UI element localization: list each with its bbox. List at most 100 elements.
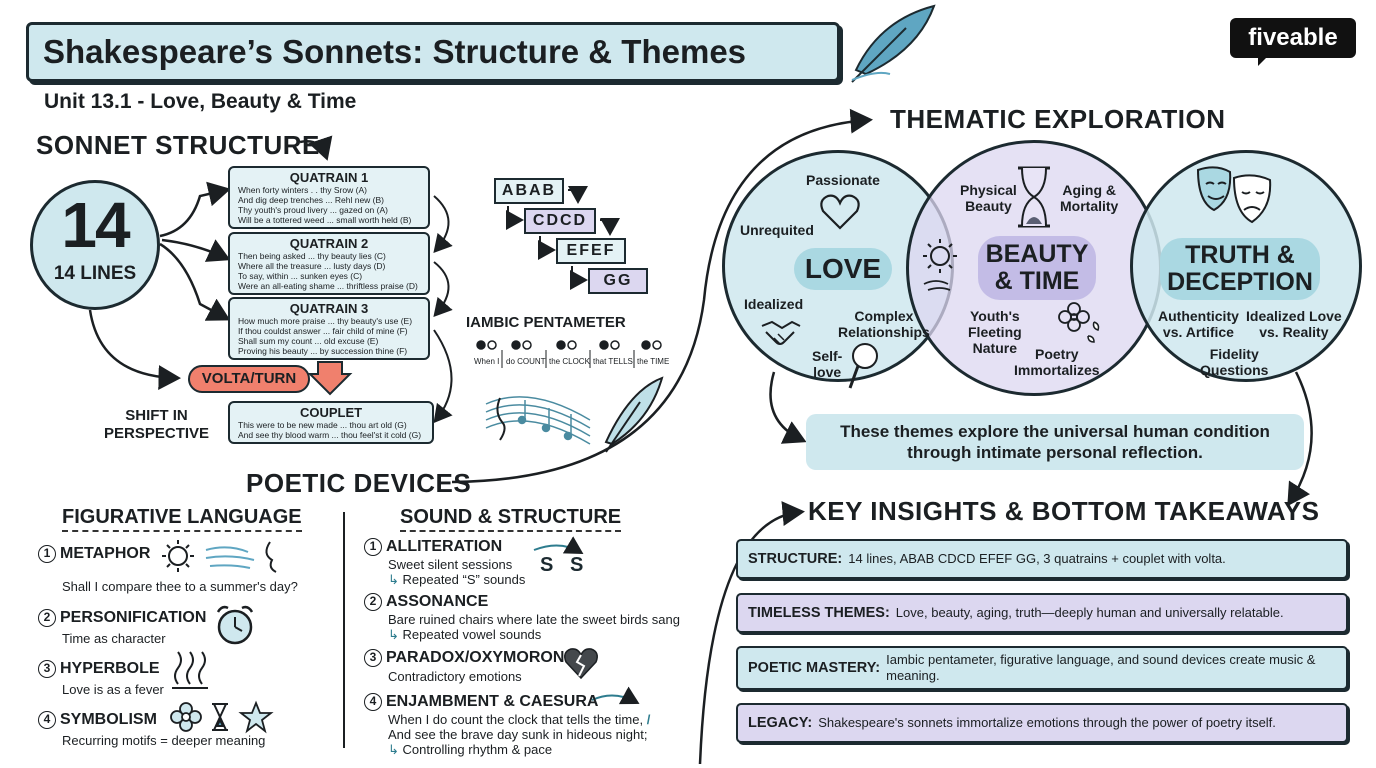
beauty-poetry: Poetry Immortalizes: [1014, 346, 1100, 378]
takeaway-mastery: POETIC MASTERY: Iambic pentameter, figur…: [736, 646, 1348, 690]
device-desc: Love is as a fever: [62, 682, 164, 697]
quatrain-2-box: QUATRAIN 2 Then being asked ... thy beau…: [228, 232, 430, 295]
s-letter: S: [570, 554, 584, 576]
lines-label: 14 LINES: [53, 263, 137, 284]
hand-mirror-icon: [848, 343, 878, 389]
shift-in-perspective-label: SHIFT IN PERSPECTIVE: [104, 407, 210, 442]
rhyme-cdcd: CDCD: [524, 208, 596, 234]
quatrain-line: Proving his beauty ... by succession thi…: [238, 346, 408, 356]
device-note: ↳ Controlling rhythm & pace: [388, 742, 553, 757]
device-number: 4: [38, 711, 56, 729]
iambic-dots: [476, 340, 662, 350]
iambic-foot: that TELLS: [593, 357, 633, 366]
heart-icon: [820, 194, 860, 230]
device-note: ↳ Repeated vowel sounds: [388, 627, 542, 642]
device-desc: When I do count the clock that tells the…: [388, 712, 651, 727]
fiveable-logo[interactable]: fiveable: [1230, 18, 1356, 58]
device-name: ASSONANCE: [386, 593, 489, 610]
quatrain-title: QUATRAIN 2: [289, 236, 369, 251]
quatrain-line: And dig deep trenches ... Rehl new (B): [238, 195, 384, 205]
flower-icon: [170, 702, 202, 732]
device-number: 3: [364, 649, 382, 667]
takeaway-body: 14 lines, ABAB CDCD EFEF GG, 3 quatrains…: [848, 551, 1226, 566]
iambic-foot: When I: [474, 357, 500, 366]
rhyme-gg: GG: [588, 268, 648, 294]
fourteen-lines-badge: 14 14 LINES: [30, 180, 160, 310]
takeaway-body: Shakespeare's sonnets immortalize emotio…: [818, 715, 1276, 730]
alarm-clock-icon: [216, 605, 254, 645]
quatrain-1-box: QUATRAIN 1 When forty winters . . thy Sr…: [228, 166, 430, 229]
device-number: 4: [364, 693, 382, 711]
beauty-youth: Youth's Fleeting Nature: [968, 308, 1022, 356]
quatrain-title: QUATRAIN 1: [289, 170, 369, 185]
broken-heart-icon: [564, 648, 598, 680]
love-passionate: Passionate: [806, 172, 880, 188]
beauty-physical: Physical Beauty: [960, 182, 1017, 214]
couplet-line: And see thy blood warm ... thou feel'st …: [238, 430, 422, 440]
love-unrequited: Unrequited: [740, 222, 814, 238]
symbol-icons: [170, 700, 274, 734]
s-letter: S: [540, 554, 554, 576]
takeaways-heading: KEY INSIGHTS & BOTTOM TAKEAWAYS: [808, 496, 1320, 526]
device-name: SYMBOLISM: [60, 711, 157, 728]
quatrain-line: How much more praise ... thy beauty's us…: [238, 316, 413, 326]
star-icon: [238, 700, 274, 734]
device-desc: Time as character: [62, 631, 166, 646]
truth-idealized: Idealized Love vs. Reality: [1246, 308, 1342, 340]
unit-subtitle: Unit 13.1 - Love, Beauty & Time: [44, 90, 357, 113]
takeaway-structure: STRUCTURE: 14 lines, ABAB CDCD EFEF GG, …: [736, 539, 1348, 579]
beauty-pill: BEAUTY & TIME: [978, 236, 1096, 300]
logo-tail: [1258, 56, 1278, 66]
heat-waves-icon: [172, 651, 208, 689]
iambic-pentameter-title: IAMBIC PENTAMETER: [466, 314, 626, 331]
takeaway-head: POETIC MASTERY:: [748, 660, 881, 676]
themes-summary: These themes explore the universal human…: [806, 414, 1304, 470]
figurative-language-heading: FIGURATIVE LANGUAGE: [62, 506, 302, 532]
couplet-line: This were to be new made ... thou art ol…: [238, 420, 407, 430]
device-note: ↳ Repeated “S” sounds: [388, 572, 526, 587]
theater-masks-icon: [1196, 166, 1272, 224]
truth-authenticity: Authenticity vs. Artifice: [1158, 308, 1239, 340]
quatrain-line: If thou couldst answer ... fair child of…: [238, 326, 408, 336]
takeaway-themes: TIMELESS THEMES: Love, beauty, aging, tr…: [736, 593, 1348, 633]
truth-fidelity: Fidelity Questions: [1200, 346, 1269, 378]
love-idealized: Idealized: [744, 296, 804, 312]
sun-wind-icon: [162, 540, 277, 573]
iambic-foot: do COUNT: [506, 357, 546, 366]
quill-small-icon: [604, 376, 664, 453]
device-desc: Recurring motifs = deeper meaning: [62, 733, 266, 748]
hourglass-large-icon: [1018, 166, 1050, 228]
poetic-devices-heading: POETIC DEVICES: [246, 468, 472, 498]
music-notes-icon: [485, 396, 591, 445]
iambic-foot: the TIME: [637, 357, 670, 366]
takeaway-head: TIMELESS THEMES:: [748, 605, 890, 621]
takeaway-body: Love, beauty, aging, truth—deeply human …: [895, 605, 1284, 620]
device-name: HYPERBOLE: [60, 660, 160, 677]
takeaway-head: LEGACY:: [748, 715, 813, 731]
quatrain-line: Then being asked ... thy beauty lies (C): [238, 251, 386, 261]
takeaway-legacy: LEGACY: Shakespeare's sonnets immortaliz…: [736, 703, 1348, 743]
sun-wind-small-icon: [923, 239, 957, 291]
device-name: METAPHOR: [60, 545, 151, 562]
quatrain-line: Were an all-eating shame ... thriftless …: [238, 281, 418, 291]
title-banner: Shakespeare’s Sonnets: Structure & Theme…: [26, 22, 840, 82]
page-title: Shakespeare’s Sonnets: Structure & Theme…: [43, 33, 747, 70]
handshake-icon: [761, 320, 801, 345]
rhyme-abab: ABAB: [494, 178, 564, 204]
rhyme-efef: EFEF: [556, 238, 626, 264]
couplet-box: COUPLET This were to be new made ... tho…: [228, 401, 434, 444]
sonnet-structure-heading: SONNET STRUCTURE: [36, 130, 320, 160]
device-name: PARADOX/OXYMORON: [386, 649, 565, 666]
device-number: 2: [38, 609, 56, 627]
love-complex: Complex Relationships: [838, 308, 930, 340]
thematic-exploration-heading: THEMATIC EXPLORATION: [890, 104, 1226, 134]
device-name: ENJAMBMENT & CAESURA: [386, 693, 599, 710]
quatrain-line: Where all the treasure ... lusty days (D…: [238, 261, 386, 271]
takeaway-body: Iambic pentameter, figurative language, …: [886, 652, 1316, 683]
device-desc: Sweet silent sessions: [388, 557, 513, 572]
